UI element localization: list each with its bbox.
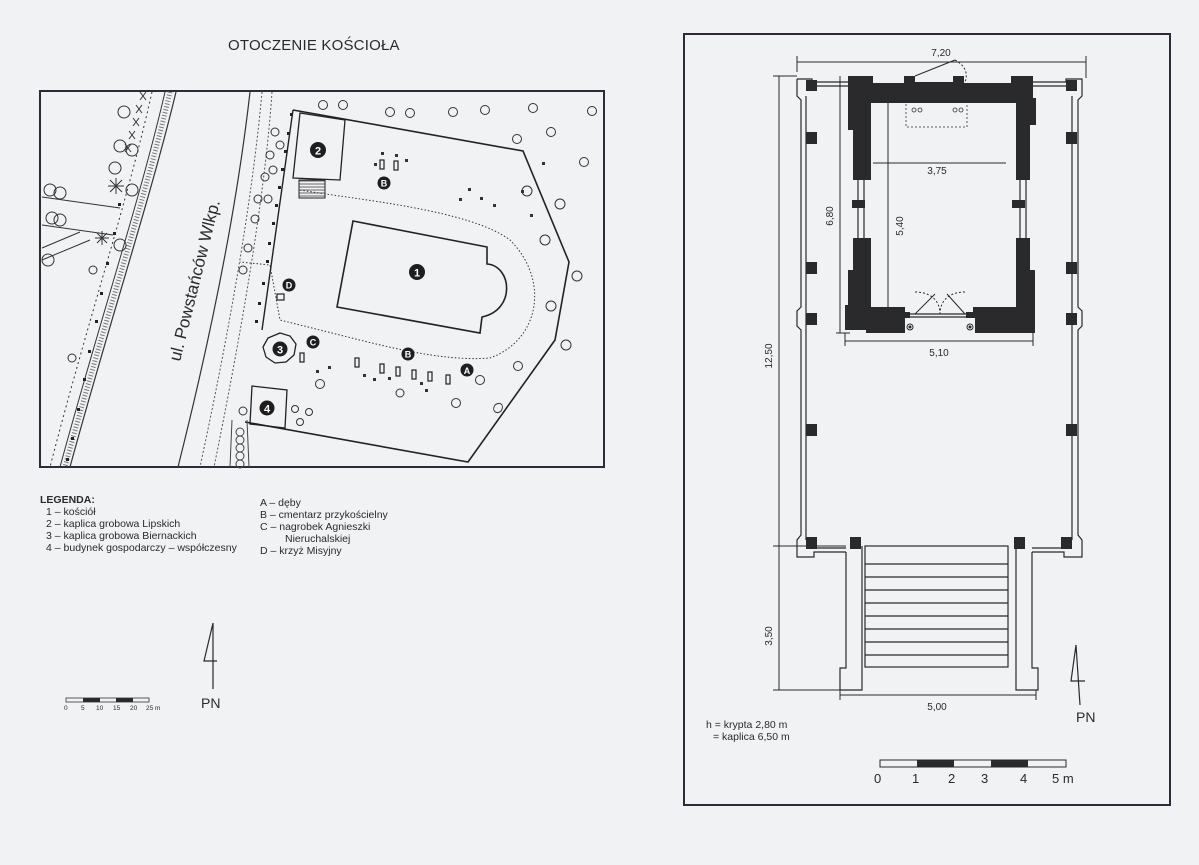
marker-C: C bbox=[306, 335, 320, 349]
legend-lettered: A – dęby B – cmentarz przykościelny C – … bbox=[260, 497, 388, 557]
legend-item: Nieruchalskiej bbox=[285, 533, 351, 545]
svg-text:4: 4 bbox=[1020, 771, 1027, 786]
svg-text:0: 0 bbox=[64, 705, 68, 712]
svg-text:5: 5 bbox=[81, 705, 85, 712]
north-label-site: PN bbox=[201, 695, 220, 711]
site-plan-title: OTOCZENIE KOŚCIOŁA bbox=[228, 37, 400, 54]
scale-bar-site bbox=[65, 697, 150, 703]
svg-text:C: C bbox=[310, 338, 317, 348]
north-arrow-site bbox=[203, 622, 217, 689]
trees-left bbox=[41, 105, 139, 363]
legend-item: 4 – budynek gospodarczy – współczesny bbox=[46, 542, 237, 554]
height-chapel: = kaplica 6,50 m bbox=[713, 731, 790, 743]
svg-text:A: A bbox=[464, 366, 471, 376]
chapel-plan-frame bbox=[683, 33, 1171, 806]
scale-ticks-site: 0 5 10 15 20 25 m bbox=[64, 705, 160, 712]
scale-bar-chapel bbox=[879, 759, 1067, 768]
crypt-dashed bbox=[905, 104, 968, 128]
legend-item: B – cmentarz przykościelny bbox=[260, 509, 388, 521]
graves bbox=[276, 159, 451, 385]
legend-item: 2 – kaplica grobowa Lipskich bbox=[46, 518, 181, 530]
street-label: ul. Powstańców Wlkp. bbox=[165, 198, 223, 363]
scale-ticks-chapel: 0 1 2 3 4 5 m bbox=[874, 771, 1074, 786]
svg-text:1: 1 bbox=[414, 268, 420, 280]
svg-text:7,20: 7,20 bbox=[931, 48, 951, 59]
trees-churchyard bbox=[238, 100, 597, 426]
svg-text:3: 3 bbox=[277, 345, 283, 357]
svg-text:2: 2 bbox=[948, 771, 955, 786]
svg-text:D: D bbox=[286, 281, 293, 291]
fence-posts-left bbox=[66, 203, 121, 461]
svg-text:12,50: 12,50 bbox=[764, 343, 775, 368]
svg-text:3,75: 3,75 bbox=[927, 166, 947, 177]
legend-item: 1 – kościół bbox=[46, 506, 96, 518]
svg-text:3: 3 bbox=[981, 771, 988, 786]
svg-text:10: 10 bbox=[96, 705, 104, 712]
chapel-lipskich-shape bbox=[292, 112, 346, 199]
north-label-chapel: PN bbox=[1076, 709, 1095, 725]
north-arrow-chapel bbox=[1070, 644, 1085, 706]
chapel-pillars bbox=[806, 80, 1077, 549]
svg-text:B: B bbox=[381, 179, 388, 189]
height-note: h = krypta 2,80 m = kaplica 6,50 m bbox=[706, 719, 790, 743]
fence-posts-churchyard bbox=[255, 113, 293, 323]
svg-text:25 m: 25 m bbox=[146, 705, 160, 712]
dimension-labels: 7,20 3,75 5,10 5,00 6,80 5,40 12,50 3,50 bbox=[764, 48, 951, 713]
chapel-thick-walls bbox=[845, 76, 1036, 333]
street-left-fence bbox=[49, 91, 177, 468]
marker-D: D bbox=[282, 278, 296, 292]
svg-text:15: 15 bbox=[113, 705, 121, 712]
chapel-thin-walls bbox=[857, 180, 1027, 318]
churchyard-boundary bbox=[244, 109, 570, 463]
svg-text:5 m: 5 m bbox=[1052, 771, 1074, 786]
marker-B-north: B bbox=[377, 176, 391, 190]
chapel-doors bbox=[914, 59, 967, 315]
marker-A: A bbox=[460, 363, 474, 377]
height-crypt: h = krypta 2,80 m bbox=[706, 719, 788, 731]
cross-marks-left bbox=[95, 91, 147, 245]
svg-text:1: 1 bbox=[912, 771, 919, 786]
svg-text:3,50: 3,50 bbox=[764, 626, 775, 646]
svg-text:2: 2 bbox=[315, 146, 321, 158]
marker-3: 3 bbox=[262, 332, 297, 364]
svg-text:0: 0 bbox=[874, 771, 881, 786]
legend-item: A – dęby bbox=[260, 497, 301, 509]
dimension-lines bbox=[773, 56, 1087, 700]
church-path bbox=[239, 189, 536, 360]
svg-text:4: 4 bbox=[264, 404, 271, 416]
site-map-frame bbox=[39, 90, 605, 468]
svg-text:B: B bbox=[405, 350, 412, 360]
svg-text:5,00: 5,00 bbox=[927, 702, 947, 713]
marker-4: 4 bbox=[249, 385, 288, 429]
marker-1: 1 bbox=[409, 264, 425, 280]
legend-numbered: LEGENDA: 1 – kościół 2 – kaplica grobowa… bbox=[40, 494, 237, 554]
svg-text:5,40: 5,40 bbox=[895, 216, 906, 236]
hedge bbox=[229, 419, 250, 469]
legend-item: 3 – kaplica grobowa Biernackich bbox=[46, 530, 197, 542]
svg-text:5,10: 5,10 bbox=[929, 348, 949, 359]
legend-item: D – krzyż Misyjny bbox=[260, 545, 342, 557]
side-path bbox=[41, 196, 121, 261]
svg-text:6,80: 6,80 bbox=[825, 206, 836, 226]
entrance-stairs bbox=[839, 545, 1039, 691]
legend-item: C – nagrobek Agnieszki bbox=[260, 521, 371, 533]
svg-text:20: 20 bbox=[130, 705, 138, 712]
marker-B-south: B bbox=[401, 347, 415, 361]
churchyard-fence-west bbox=[261, 109, 294, 331]
legend-heading: LEGENDA: bbox=[40, 494, 95, 506]
marker-2: 2 bbox=[310, 142, 326, 158]
street-right-edge bbox=[177, 91, 251, 468]
